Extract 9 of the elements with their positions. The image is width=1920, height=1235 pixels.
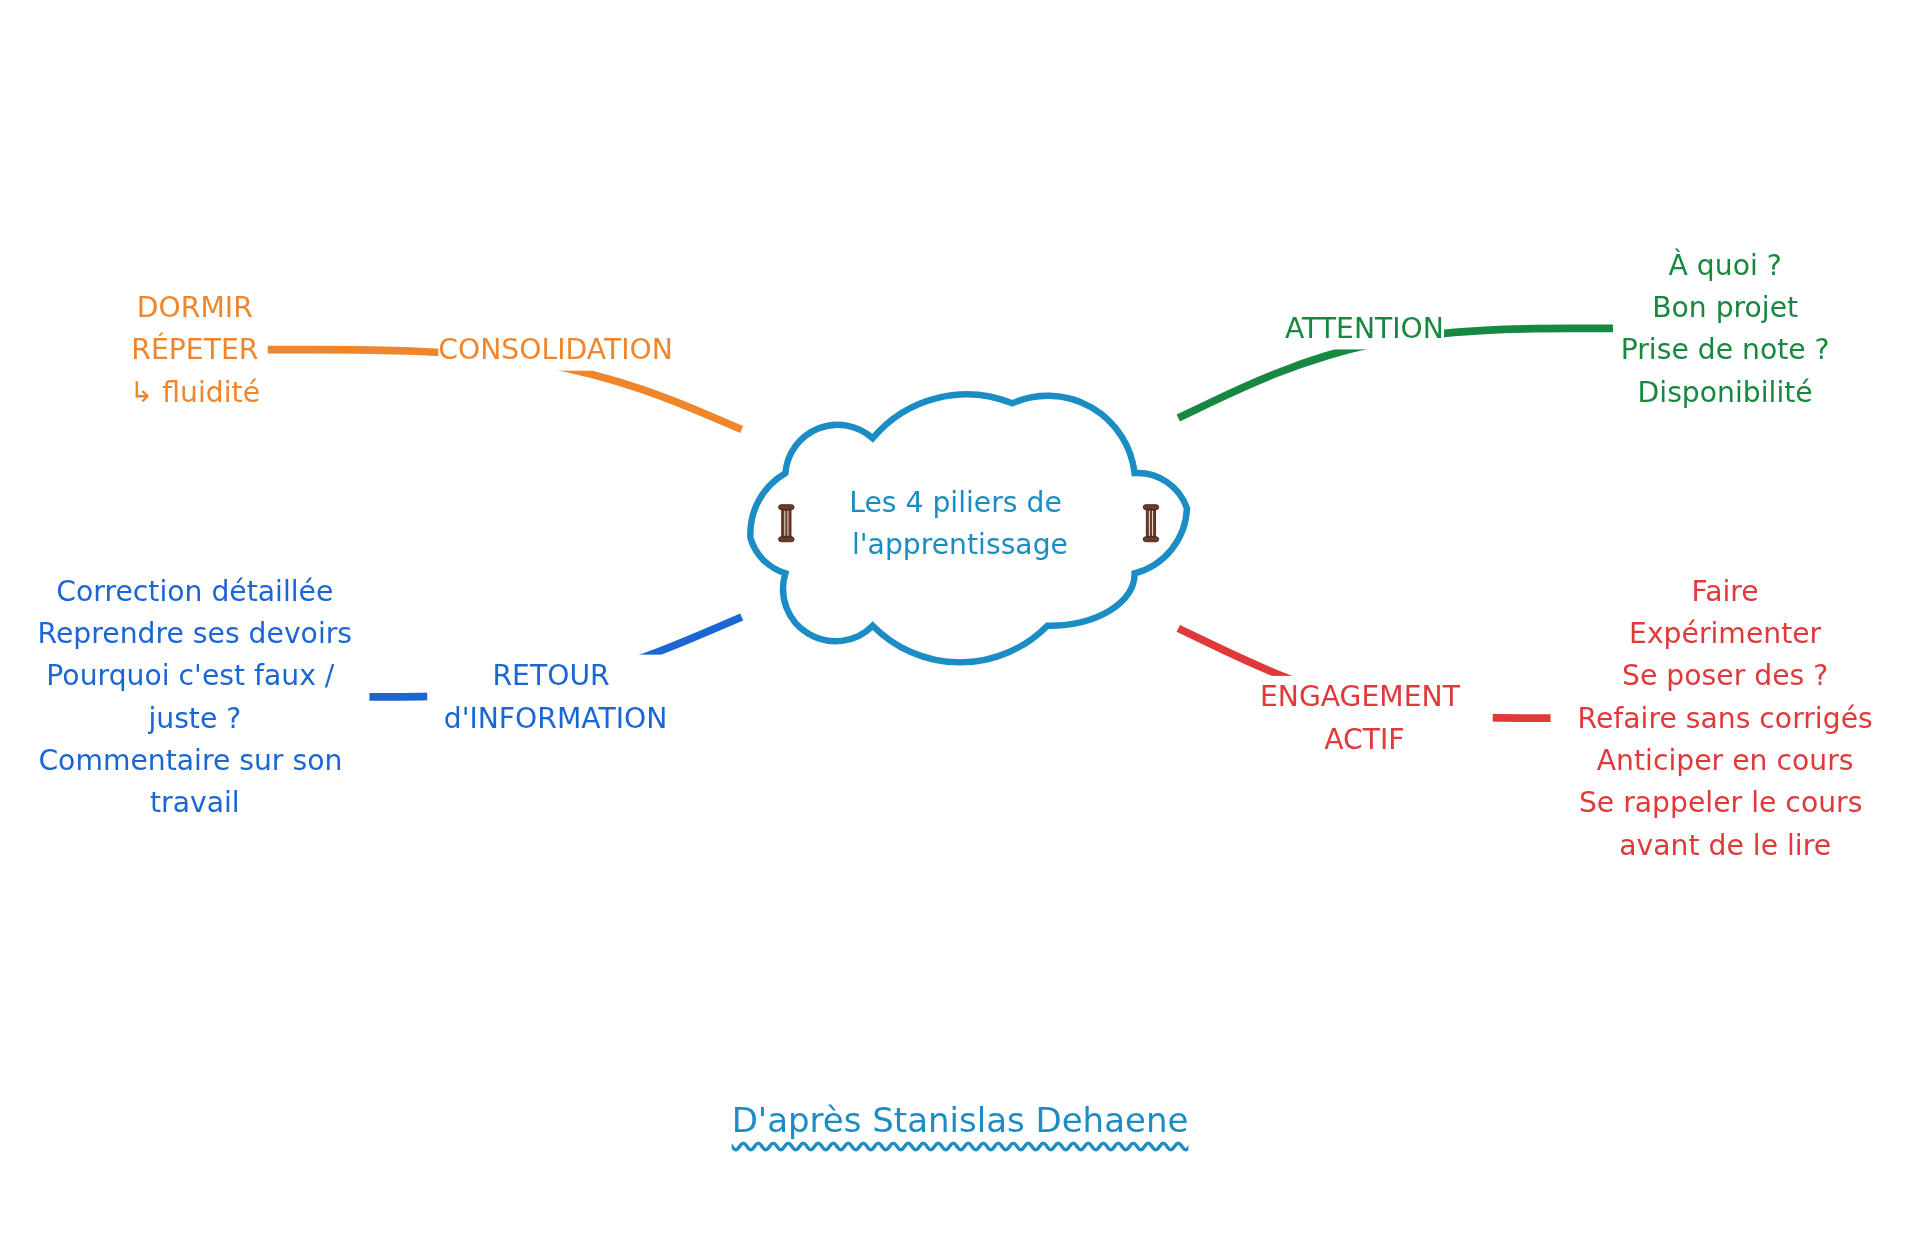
edge-label: ENGAGEMENT ACTIF (1259, 680, 1460, 756)
node-text: À quoi ? Bon projet Prise de note ? Disponibilité (1620, 248, 1830, 409)
edge-label: RETOUR d'INFORMATION (443, 659, 668, 735)
node-text: DORMIR RÉPETER ↳ fluidité (129, 291, 261, 409)
caption: D'après Stanislas Dehaene (731, 1100, 1189, 1142)
node-text: Correction détaillée Reprendre ses devoirs Pourquoi c'est faux / juste ? Commentaire sur son travail (37, 574, 353, 819)
node-text: Faire Expérimenter Se poser des ? Refaire sans corrigés Anticiper en cours Se rappeler le cours avant de le lire (1577, 574, 1873, 862)
edge-label: CONSOLIDATION (438, 333, 673, 366)
edge-label: ATTENTION (1284, 312, 1444, 345)
